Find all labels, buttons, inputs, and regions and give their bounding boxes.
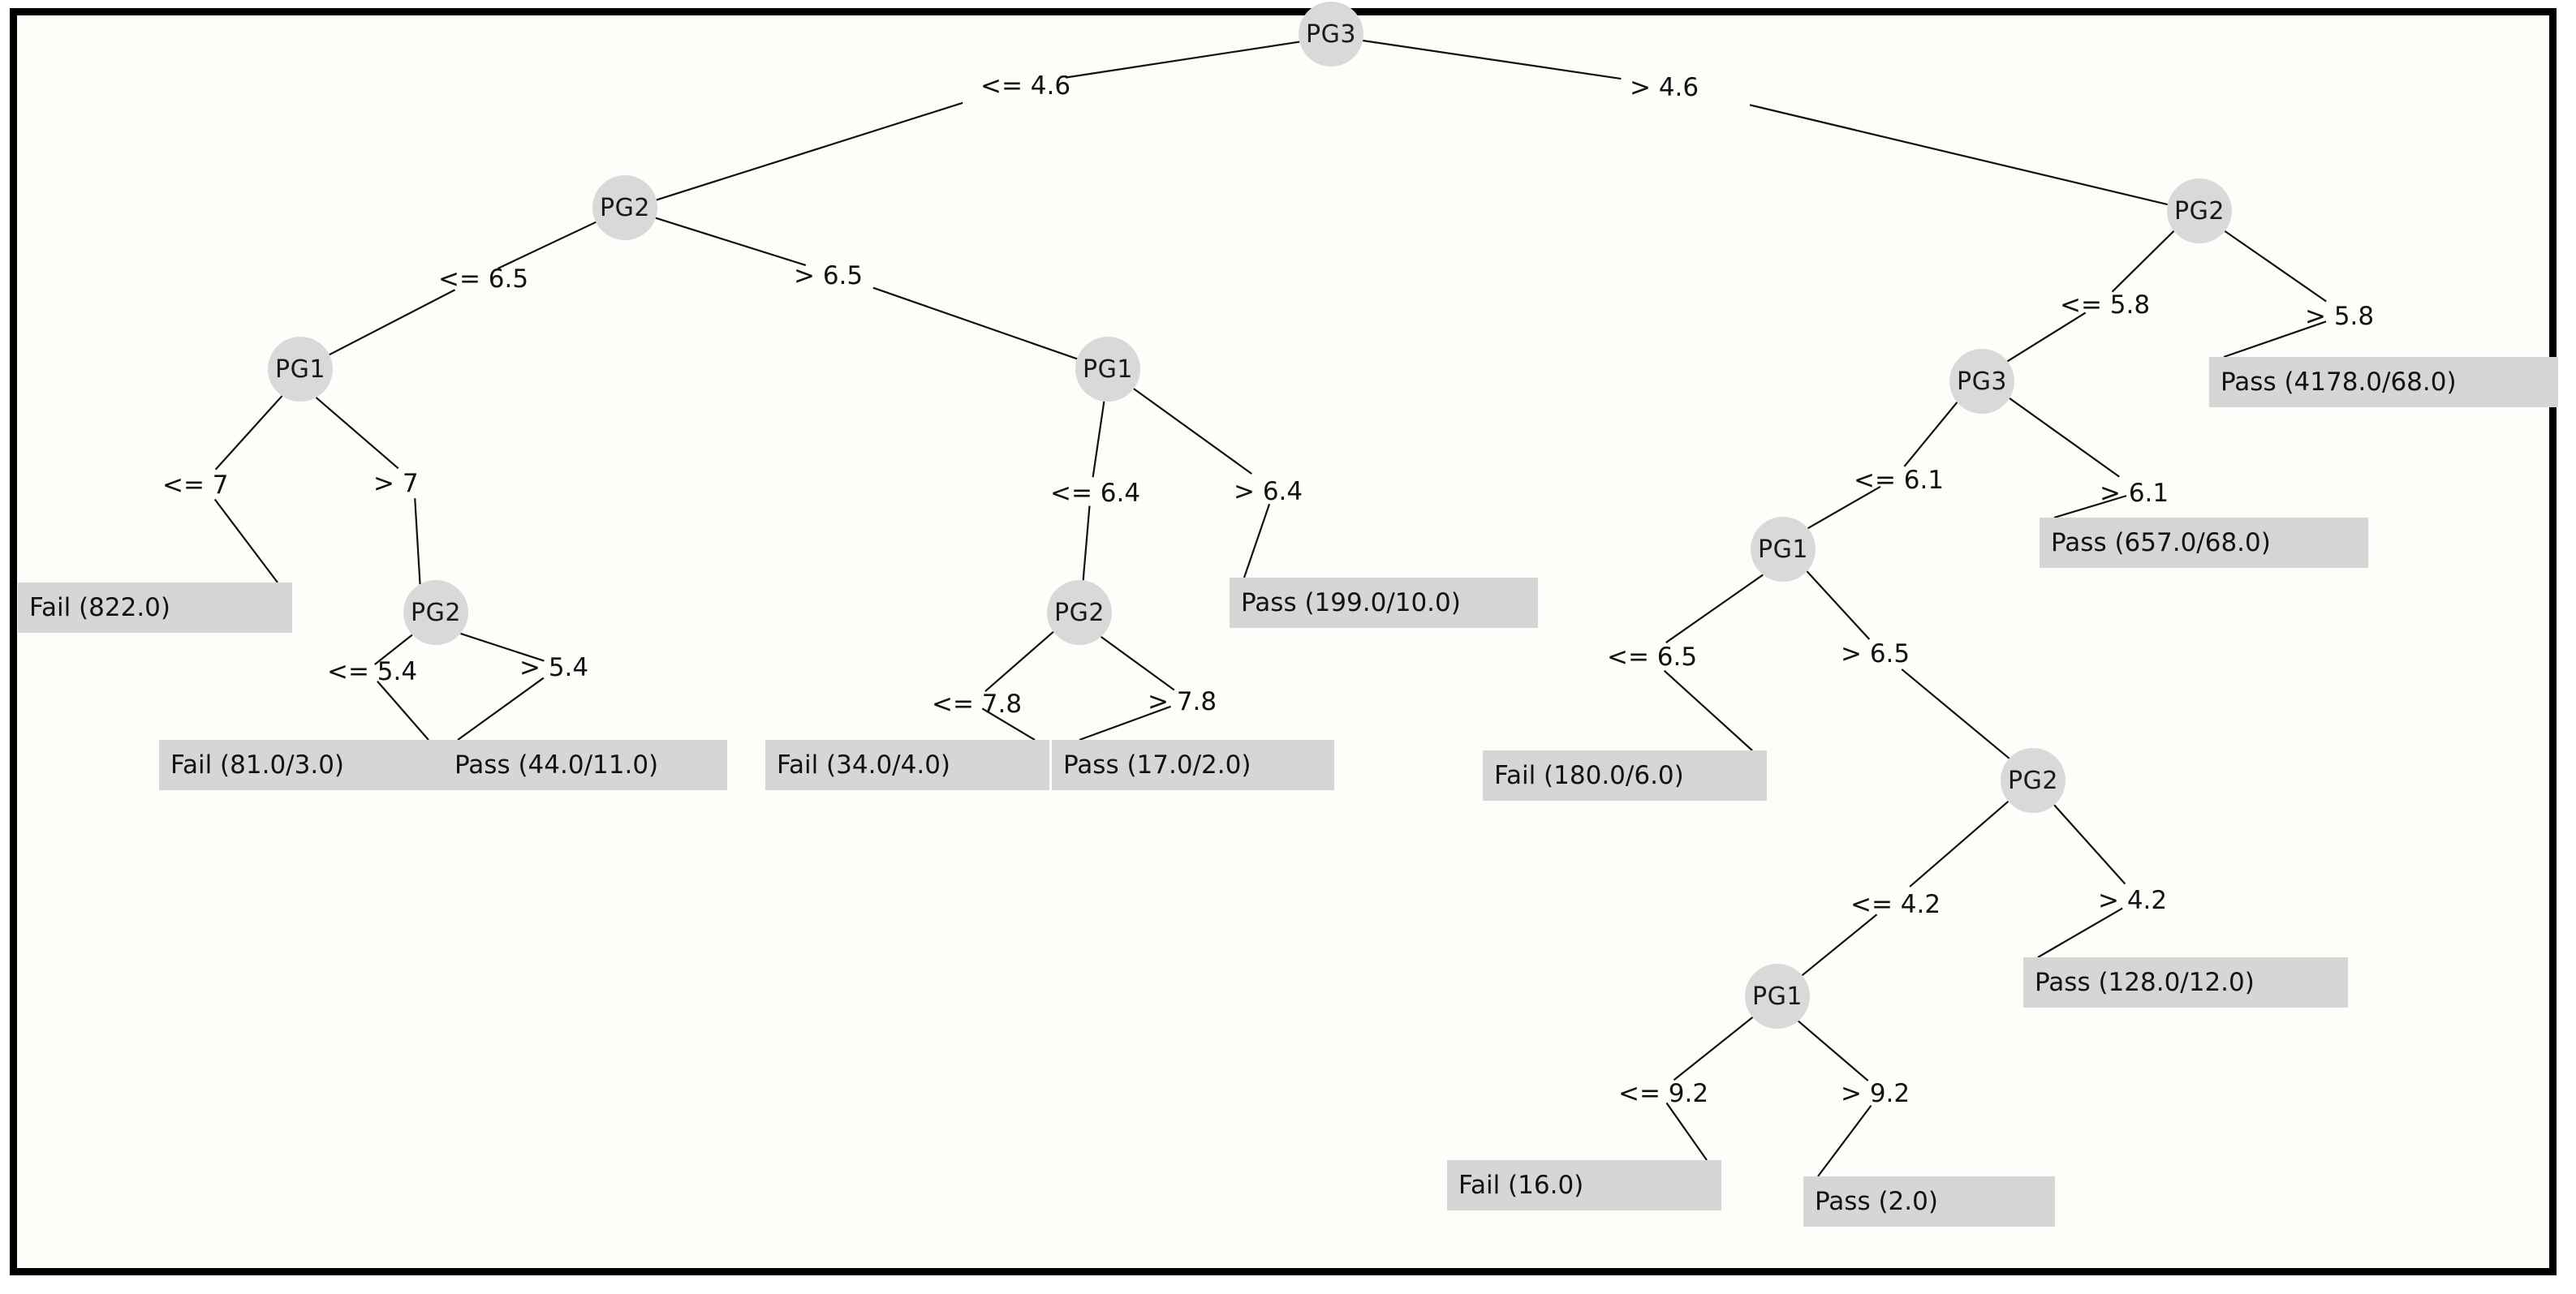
tree-node-pg1[interactable]: PG1 — [268, 337, 333, 402]
tree-node-label: PG3 — [1957, 367, 2007, 396]
tree-leaf-pass[interactable]: Pass (2.0) — [1803, 1176, 2055, 1227]
tree-edge-label: <= 4.2 — [1850, 890, 1941, 919]
tree-leaf-pass[interactable]: Pass (128.0/12.0) — [2023, 957, 2348, 1008]
tree-leaf-label: Fail (180.0/6.0) — [1494, 761, 1684, 790]
tree-edge-label: > 7 — [373, 469, 419, 498]
tree-leaf-pass[interactable]: Pass (17.0/2.0) — [1052, 740, 1334, 790]
tree-leaf-label: Pass (4178.0/68.0) — [2221, 368, 2457, 397]
tree-leaf-pass[interactable]: Pass (657.0/68.0) — [2040, 518, 2368, 568]
tree-node-label: PG1 — [1758, 535, 1808, 564]
tree-edge-label: <= 7 — [162, 471, 229, 500]
tree-leaf-label: Pass (657.0/68.0) — [2051, 528, 2271, 557]
tree-node-label: PG2 — [2008, 766, 2058, 795]
tree-leaf-label: Pass (17.0/2.0) — [1063, 750, 1251, 780]
tree-edge-label: <= 4.6 — [980, 71, 1071, 101]
tree-leaf-label: Fail (81.0/3.0) — [170, 750, 345, 780]
tree-node-label: PG1 — [275, 355, 325, 384]
tree-edge-label: > 5.4 — [519, 653, 589, 682]
tree-node-label: PG3 — [1306, 19, 1356, 49]
tree-node-pg1[interactable]: PG1 — [1751, 517, 1816, 582]
tree-leaf-label: Pass (128.0/12.0) — [2035, 968, 2255, 997]
tree-edge-label: > 4.6 — [1630, 73, 1699, 102]
tree-leaf-fail[interactable]: Fail (34.0/4.0) — [765, 740, 1049, 790]
tree-node-pg2[interactable]: PG2 — [592, 175, 657, 240]
tree-node-label: PG2 — [1054, 598, 1105, 627]
tree-leaf-pass[interactable]: Pass (44.0/11.0) — [443, 740, 727, 790]
tree-leaf-label: Fail (16.0) — [1458, 1171, 1584, 1200]
tree-edge-label: <= 7.8 — [932, 690, 1023, 719]
tree-node-pg2[interactable]: PG2 — [403, 580, 468, 645]
tree-edge-label: > 6.1 — [2100, 479, 2169, 508]
tree-edge-label: > 7.8 — [1148, 687, 1217, 716]
tree-node-pg1[interactable]: PG1 — [1745, 964, 1810, 1029]
tree-leaf-fail[interactable]: Fail (81.0/3.0) — [159, 740, 443, 790]
tree-edge-label: <= 6.5 — [1607, 643, 1698, 672]
tree-edge-label: <= 6.4 — [1050, 479, 1141, 508]
tree-edge-label: <= 5.4 — [327, 657, 418, 686]
tree-edge-label: > 9.2 — [1841, 1079, 1910, 1108]
tree-edge-label: > 6.4 — [1234, 477, 1303, 506]
tree-node-pg2[interactable]: PG2 — [1047, 580, 1112, 645]
tree-node-pg3[interactable]: PG3 — [1299, 2, 1363, 67]
tree-leaf-label: Fail (34.0/4.0) — [777, 750, 951, 780]
tree-leaf-label: Pass (199.0/10.0) — [1241, 588, 1461, 617]
tree-edge-label: > 6.5 — [794, 261, 864, 290]
tree-leaf-label: Pass (2.0) — [1815, 1187, 1938, 1216]
tree-leaf-fail[interactable]: Fail (822.0) — [18, 583, 292, 633]
tree-leaf-label: Pass (44.0/11.0) — [454, 750, 659, 780]
tree-node-pg2[interactable]: PG2 — [2001, 748, 2066, 813]
tree-leaf-fail[interactable]: Fail (180.0/6.0) — [1483, 750, 1767, 801]
tree-node-label: PG1 — [1752, 982, 1803, 1011]
tree-node-label: PG2 — [411, 598, 461, 627]
tree-node-pg2[interactable]: PG2 — [2167, 178, 2232, 243]
tree-node-label: PG1 — [1083, 355, 1133, 384]
tree-node-pg1[interactable]: PG1 — [1075, 337, 1140, 402]
tree-leaf-pass[interactable]: Pass (4178.0/68.0) — [2209, 357, 2558, 407]
tree-edge-label: <= 9.2 — [1618, 1079, 1709, 1108]
tree-node-label: PG2 — [600, 193, 650, 222]
tree-edge-label: > 6.5 — [1841, 639, 1910, 668]
tree-edge-label: <= 6.5 — [438, 264, 529, 294]
tree-node-pg3[interactable]: PG3 — [1949, 349, 2014, 414]
tree-leaf-fail[interactable]: Fail (16.0) — [1447, 1160, 1721, 1210]
tree-edge-label: > 4.2 — [2098, 886, 2168, 915]
tree-leaf-pass[interactable]: Pass (199.0/10.0) — [1230, 578, 1538, 628]
tree-leaf-label: Fail (822.0) — [29, 593, 170, 622]
tree-edge-label: <= 5.8 — [2060, 290, 2151, 320]
tree-node-label: PG2 — [2174, 196, 2225, 226]
tree-edge-label: <= 6.1 — [1854, 466, 1945, 495]
tree-edge-label: > 5.8 — [2305, 302, 2375, 331]
